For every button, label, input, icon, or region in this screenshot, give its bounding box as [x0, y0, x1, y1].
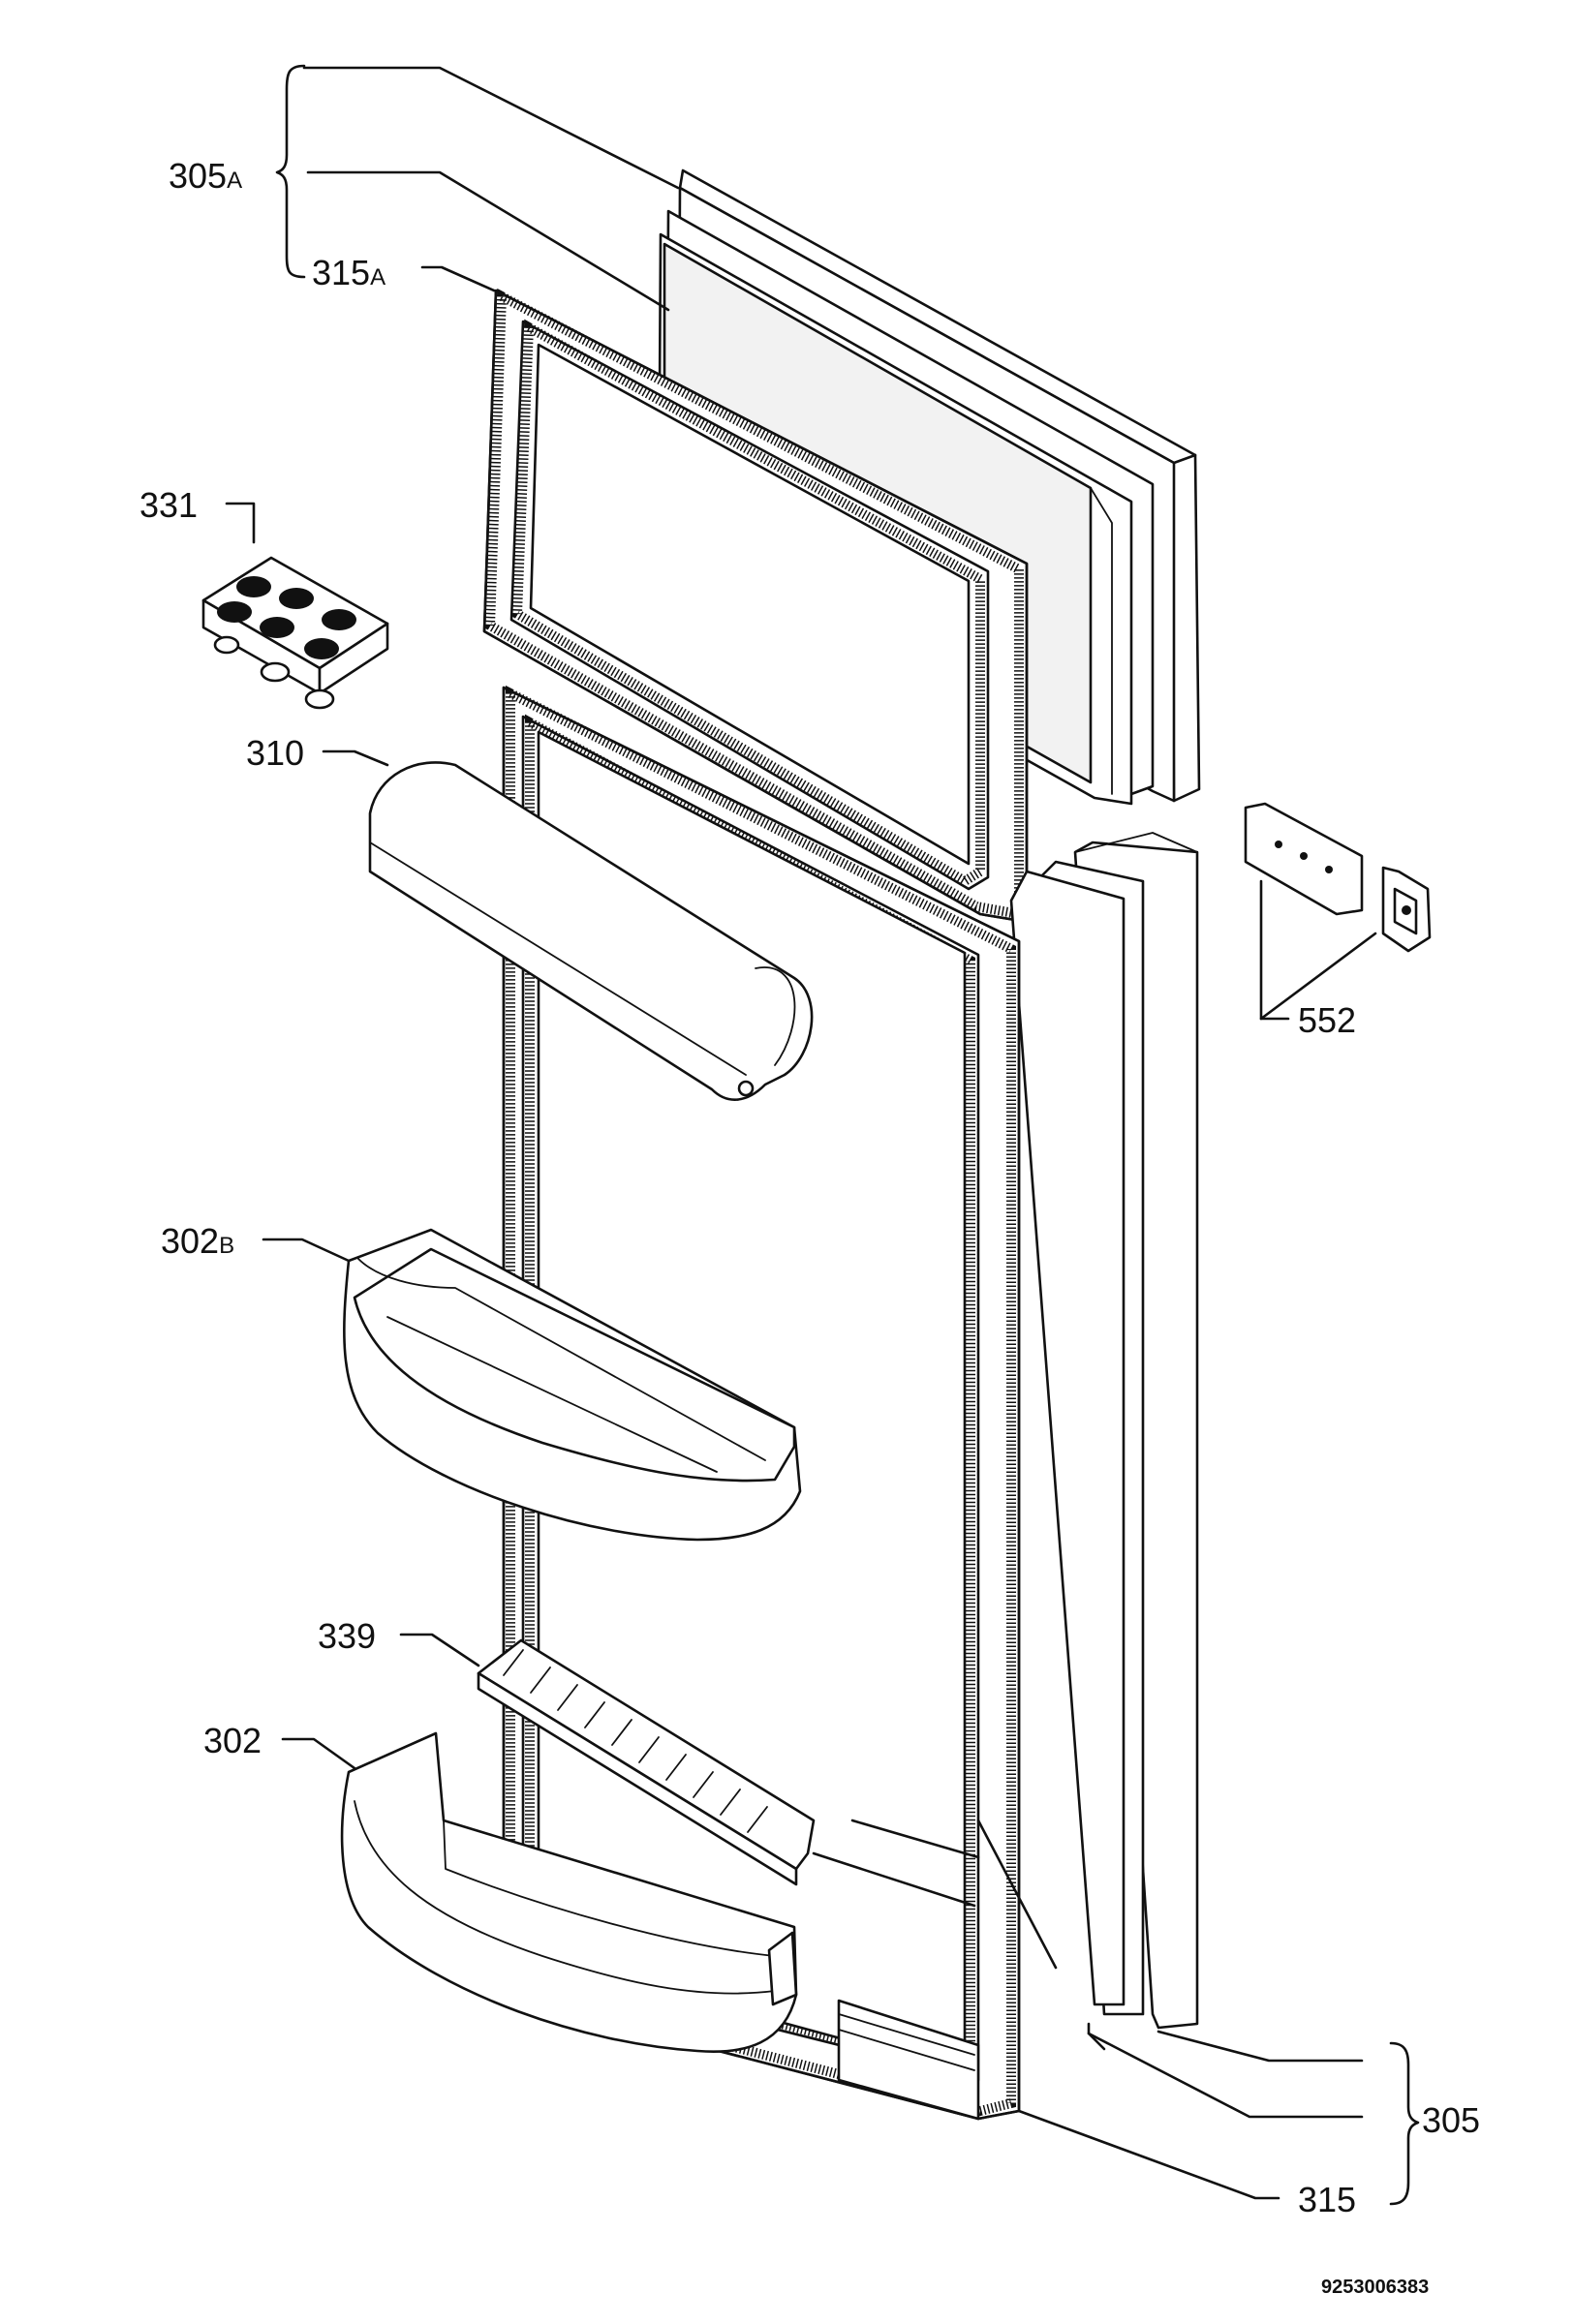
bottle-retainer-part — [477, 1638, 816, 1886]
label-331: 331 — [139, 485, 198, 525]
label-339: 339 — [318, 1616, 376, 1656]
egg-tray-part — [201, 556, 389, 710]
label-315A: 315A — [312, 253, 386, 292]
drawing-code: 9253006383 — [1321, 2277, 1429, 2298]
door-shelf-part — [340, 1731, 798, 2053]
label-302B: 302B — [161, 1221, 234, 1261]
butter-compartment-part — [368, 761, 814, 1101]
label-302: 302 — [203, 1721, 262, 1760]
label-315: 315 — [1298, 2180, 1356, 2219]
brace-305A — [275, 64, 306, 279]
brace-305 — [1389, 2041, 1420, 2206]
liner-edge — [850, 1819, 980, 1859]
label-310: 310 — [246, 733, 304, 773]
fridge-door-part — [1009, 832, 1199, 2051]
freezer-gasket-part — [482, 288, 1029, 924]
hinge-part — [1244, 802, 1432, 953]
door-shelf-b-part — [343, 1228, 802, 1542]
label-305A: 305A — [169, 156, 242, 196]
leader-lines — [225, 66, 1377, 2200]
label-305: 305 — [1422, 2100, 1480, 2140]
label-552: 552 — [1298, 1000, 1356, 1040]
